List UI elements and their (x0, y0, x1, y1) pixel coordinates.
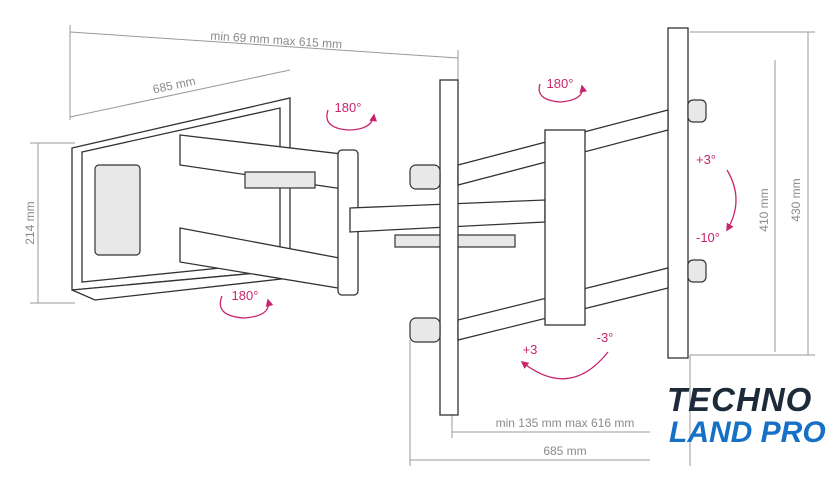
logo-line-1: TECHNO (667, 381, 813, 418)
tilt-up-label: +3° (696, 152, 716, 167)
rotation-arcs (219, 83, 737, 380)
tilt-down-label: -10° (696, 230, 720, 245)
swivel-bottom-label: 180° (232, 288, 259, 303)
level-plus-label: +3 (523, 342, 538, 357)
brand-logo: TECHNO LAND PRO (667, 383, 826, 448)
dim-arm-extension-bottom: min 135 mm max 616 mm (496, 416, 635, 430)
dim-wall-plate-width: 685 mm (152, 74, 197, 97)
dim-arm-extension-top: min 69 mm max 615 mm (210, 29, 343, 52)
swivel-left-label: 180° (335, 100, 362, 115)
dim-wall-plate-height: 214 mm (23, 201, 37, 244)
logo-line-2: LAND PRO (669, 416, 826, 449)
dim-tv-plate-width: 685 mm (543, 444, 586, 458)
tv-plate (409, 27, 707, 416)
dim-tv-plate-inner-height: 410 mm (757, 188, 771, 231)
dim-tv-plate-outer-height: 430 mm (789, 178, 803, 221)
dimension-lines (30, 25, 815, 466)
level-minus-label: -3° (597, 330, 614, 345)
swivel-top-label: 180° (547, 76, 574, 91)
